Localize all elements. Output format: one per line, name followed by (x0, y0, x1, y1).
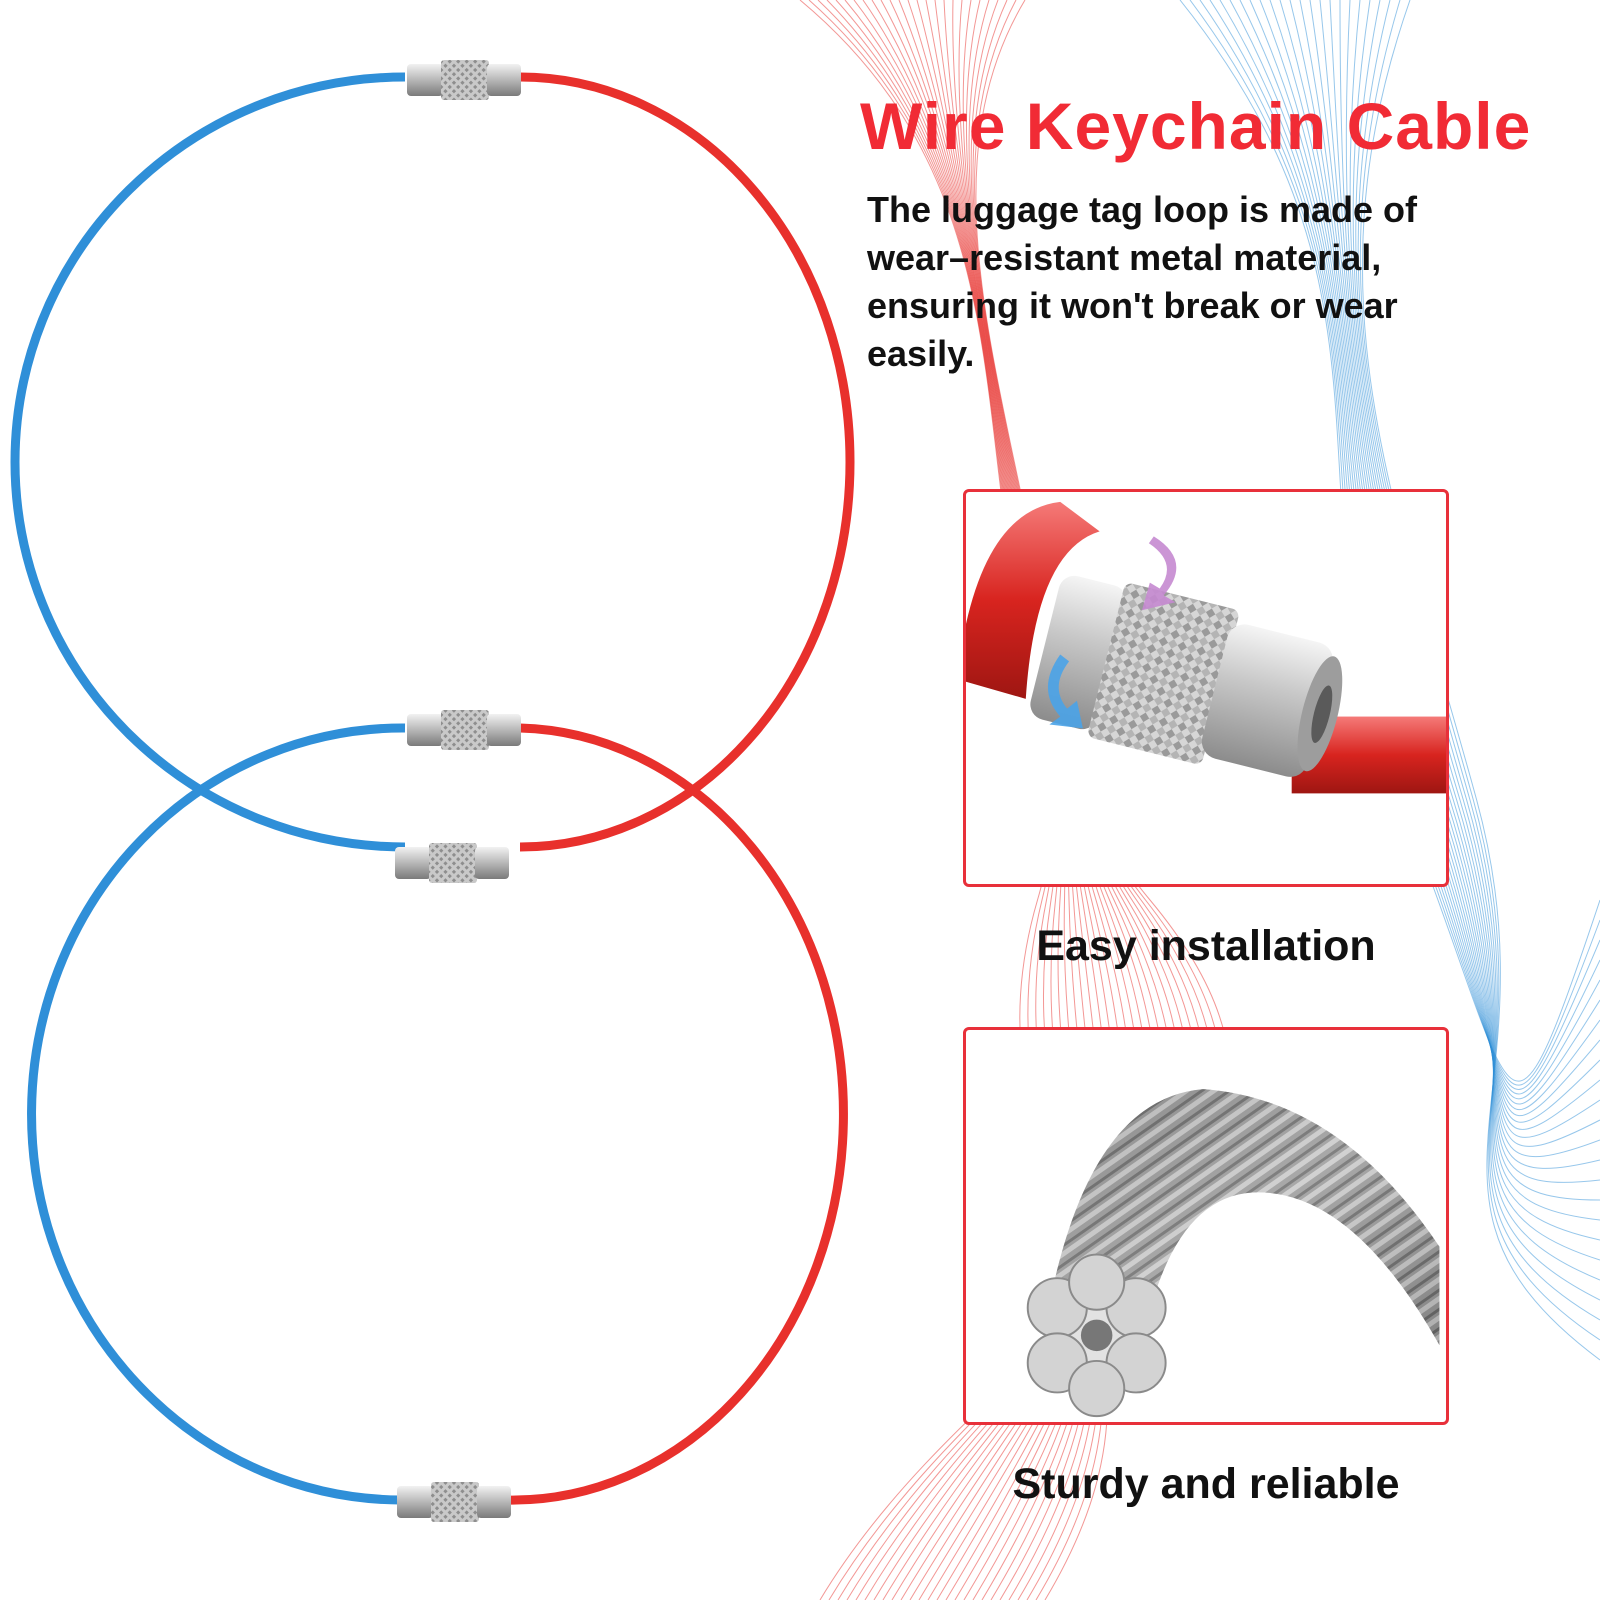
ring-blue-half (27, 723, 406, 1505)
screw-lock-bottom (397, 1482, 511, 1522)
feature-panel-sturdy (963, 1027, 1449, 1425)
key-ring-lower (27, 710, 848, 1522)
product-description: The luggage tag loop is made of wear–res… (867, 189, 1418, 374)
screw-lock-top (407, 60, 521, 100)
steel-wire-rope-icon (1026, 1089, 1440, 1418)
ring-blue-half (10, 72, 406, 852)
ring-red-half (504, 723, 848, 1505)
background-strand (1349, 0, 1600, 1261)
background-strand (1361, 0, 1600, 1361)
feature-panel-installation (963, 489, 1449, 887)
screw-lock-top (407, 710, 521, 750)
background-strand (1355, 0, 1600, 1301)
screw-lock-connector-icon (966, 501, 1446, 794)
rope-cross-section (1026, 1253, 1167, 1418)
feature-caption-installation: Easy installation (1036, 922, 1376, 970)
background-strand (1359, 0, 1600, 1341)
ring-red-half (519, 72, 855, 852)
feature-caption-sturdy: Sturdy and reliable (1012, 1460, 1400, 1508)
background-strand (1357, 0, 1600, 1321)
product-title: Wire Keychain Cable (860, 89, 1532, 163)
background-strand (1352, 0, 1600, 1281)
screw-lock-bottom (395, 843, 509, 883)
background-strand (1345, 0, 1600, 1241)
key-ring-upper (10, 60, 855, 883)
